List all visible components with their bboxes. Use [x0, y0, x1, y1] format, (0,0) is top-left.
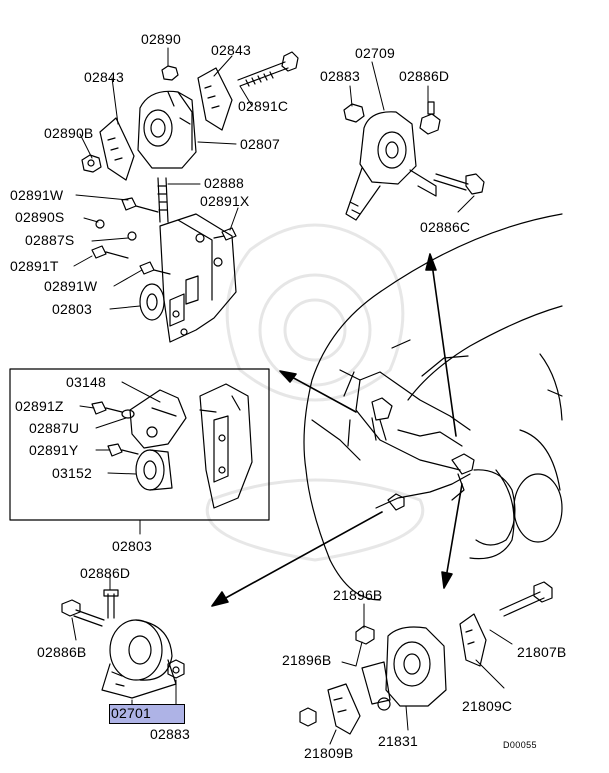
part-label-21809c[interactable]: 21809C [462, 698, 513, 714]
lower-right-mount [299, 581, 553, 735]
part-label-02883-lower[interactable]: 02883 [150, 726, 190, 742]
part-label-21807b[interactable]: 21807B [517, 644, 567, 660]
part-label-02891c[interactable]: 02891C [238, 98, 289, 114]
rear-mount-assembly [343, 101, 485, 221]
leader-lines [71, 47, 513, 745]
part-label-02843-left[interactable]: 02843 [84, 69, 124, 85]
lower-left-mount [61, 589, 185, 699]
part-label-02803-upper[interactable]: 02803 [52, 301, 92, 317]
part-label-02887s[interactable]: 02887S [25, 232, 75, 248]
part-label-02891w-bottom[interactable]: 02891W [44, 278, 98, 294]
part-label-02886c[interactable]: 02886C [420, 219, 471, 235]
part-label-02886d-lower[interactable]: 02886D [80, 565, 131, 581]
watermark-emblem [205, 223, 425, 562]
vehicle-outline [303, 213, 563, 601]
part-label-02888[interactable]: 02888 [204, 175, 244, 191]
part-label-02803-lower[interactable]: 02803 [112, 538, 152, 554]
part-label-21831[interactable]: 21831 [378, 733, 418, 749]
front-mount-bracket-assembly [81, 51, 299, 343]
part-label-21896b-upper[interactable]: 21896B [333, 587, 383, 603]
part-label-03152[interactable]: 03152 [52, 465, 92, 481]
part-label-02843-right[interactable]: 02843 [211, 42, 251, 58]
pointer-arrows [211, 253, 463, 607]
part-label-02891x[interactable]: 02891X [200, 193, 250, 209]
part-label-21809b[interactable]: 21809B [304, 745, 354, 761]
part-label-02886b[interactable]: 02886B [37, 644, 87, 660]
part-label-03148[interactable]: 03148 [66, 374, 106, 390]
part-label-21896b-lower[interactable]: 21896B [282, 652, 332, 668]
part-label-02807[interactable]: 02807 [240, 136, 280, 152]
part-label-02891t[interactable]: 02891T [10, 258, 59, 274]
part-label-02701[interactable]: 02701 [111, 705, 151, 721]
part-label-02891z[interactable]: 02891Z [15, 398, 64, 414]
part-label-02883-upper[interactable]: 02883 [320, 68, 360, 84]
part-label-02891w-top[interactable]: 02891W [10, 187, 64, 203]
part-label-02890s[interactable]: 02890S [15, 209, 65, 225]
part-label-02890[interactable]: 02890 [141, 31, 181, 47]
part-label-02891y[interactable]: 02891Y [29, 442, 79, 458]
part-highlight-02701 [109, 704, 185, 724]
part-label-02887u[interactable]: 02887U [29, 420, 80, 436]
part-label-02886d-upper[interactable]: 02886D [399, 68, 450, 84]
diagram-code: D00055 [503, 740, 537, 750]
part-label-02709[interactable]: 02709 [355, 45, 395, 61]
part-label-02890b[interactable]: 02890B [44, 125, 94, 141]
